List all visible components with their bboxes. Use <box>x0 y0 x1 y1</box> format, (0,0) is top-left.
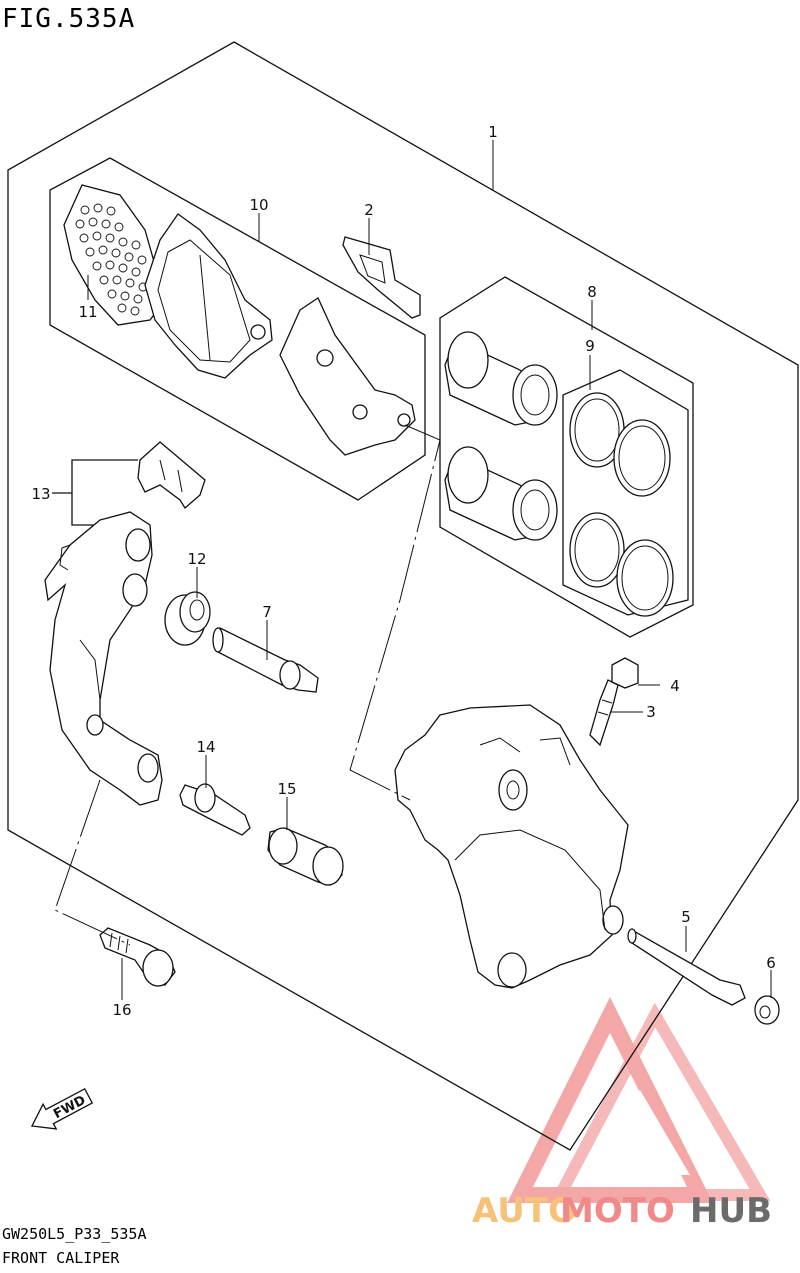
watermark-logo <box>507 997 771 1203</box>
callout-16: 16 <box>112 1001 131 1019</box>
figure-name: FRONT CALIPER <box>2 1249 120 1267</box>
bleeder-cap-4 <box>611 657 639 689</box>
assembly-frame-1 <box>7 41 799 1151</box>
callout-6: 6 <box>766 954 776 972</box>
callout-7: 7 <box>262 603 272 621</box>
bolt-16 <box>99 927 176 987</box>
boot-12 <box>164 591 211 646</box>
callout-12: 12 <box>187 550 206 568</box>
callout-14: 14 <box>196 738 215 756</box>
fwd-arrow-icon: FWD <box>30 1087 94 1130</box>
pad-set-frame-10 <box>49 157 426 501</box>
pin-clip-6 <box>754 995 780 1025</box>
seal-set-frame-9 <box>562 369 689 616</box>
brake-pad-front <box>144 213 273 379</box>
callout-8: 8 <box>587 283 597 301</box>
pad-shim-11 <box>63 184 166 326</box>
caliper-pistons-8 <box>444 331 558 541</box>
piston-set-frame-8 <box>439 276 694 638</box>
pad-spring-2 <box>342 236 421 319</box>
bolt-15 <box>267 827 344 886</box>
figure-title: FIG.535A <box>2 4 136 34</box>
piston-seals-9 <box>569 392 674 617</box>
bleeder-screw-3 <box>589 679 619 747</box>
callout-10: 10 <box>249 196 268 214</box>
callout-4: 4 <box>670 677 680 695</box>
assembly-reference-lines <box>54 424 441 946</box>
slide-pin-14 <box>179 783 251 836</box>
callout-13: 13 <box>31 485 50 503</box>
bracket-group-13 <box>52 459 138 526</box>
caliper-body <box>394 704 629 989</box>
callout-labels: 1 2 3 4 5 6 7 8 9 10 11 12 13 14 15 16 <box>31 123 775 1019</box>
caliper-bracket-13 <box>44 511 163 806</box>
callout-3: 3 <box>646 703 656 721</box>
watermark-text: AUTO MOTO HUB <box>472 1191 772 1231</box>
bracket-clip <box>137 441 206 509</box>
callout-11: 11 <box>78 303 97 321</box>
callout-1: 1 <box>488 123 498 141</box>
callout-2: 2 <box>364 201 374 219</box>
svg-text:MOTO: MOTO <box>560 1191 675 1231</box>
figure-code: GW250L5_P33_535A <box>2 1225 147 1243</box>
callout-15: 15 <box>277 780 296 798</box>
svg-text:HUB: HUB <box>690 1191 772 1231</box>
callout-leaders <box>87 140 772 1000</box>
pad-pin-5 <box>627 928 746 1006</box>
slide-pin-7 <box>212 627 319 693</box>
brake-pad-back <box>279 297 416 456</box>
callout-9: 9 <box>585 337 595 355</box>
callout-5: 5 <box>681 908 691 926</box>
svg-text:AUTO: AUTO <box>472 1191 577 1231</box>
